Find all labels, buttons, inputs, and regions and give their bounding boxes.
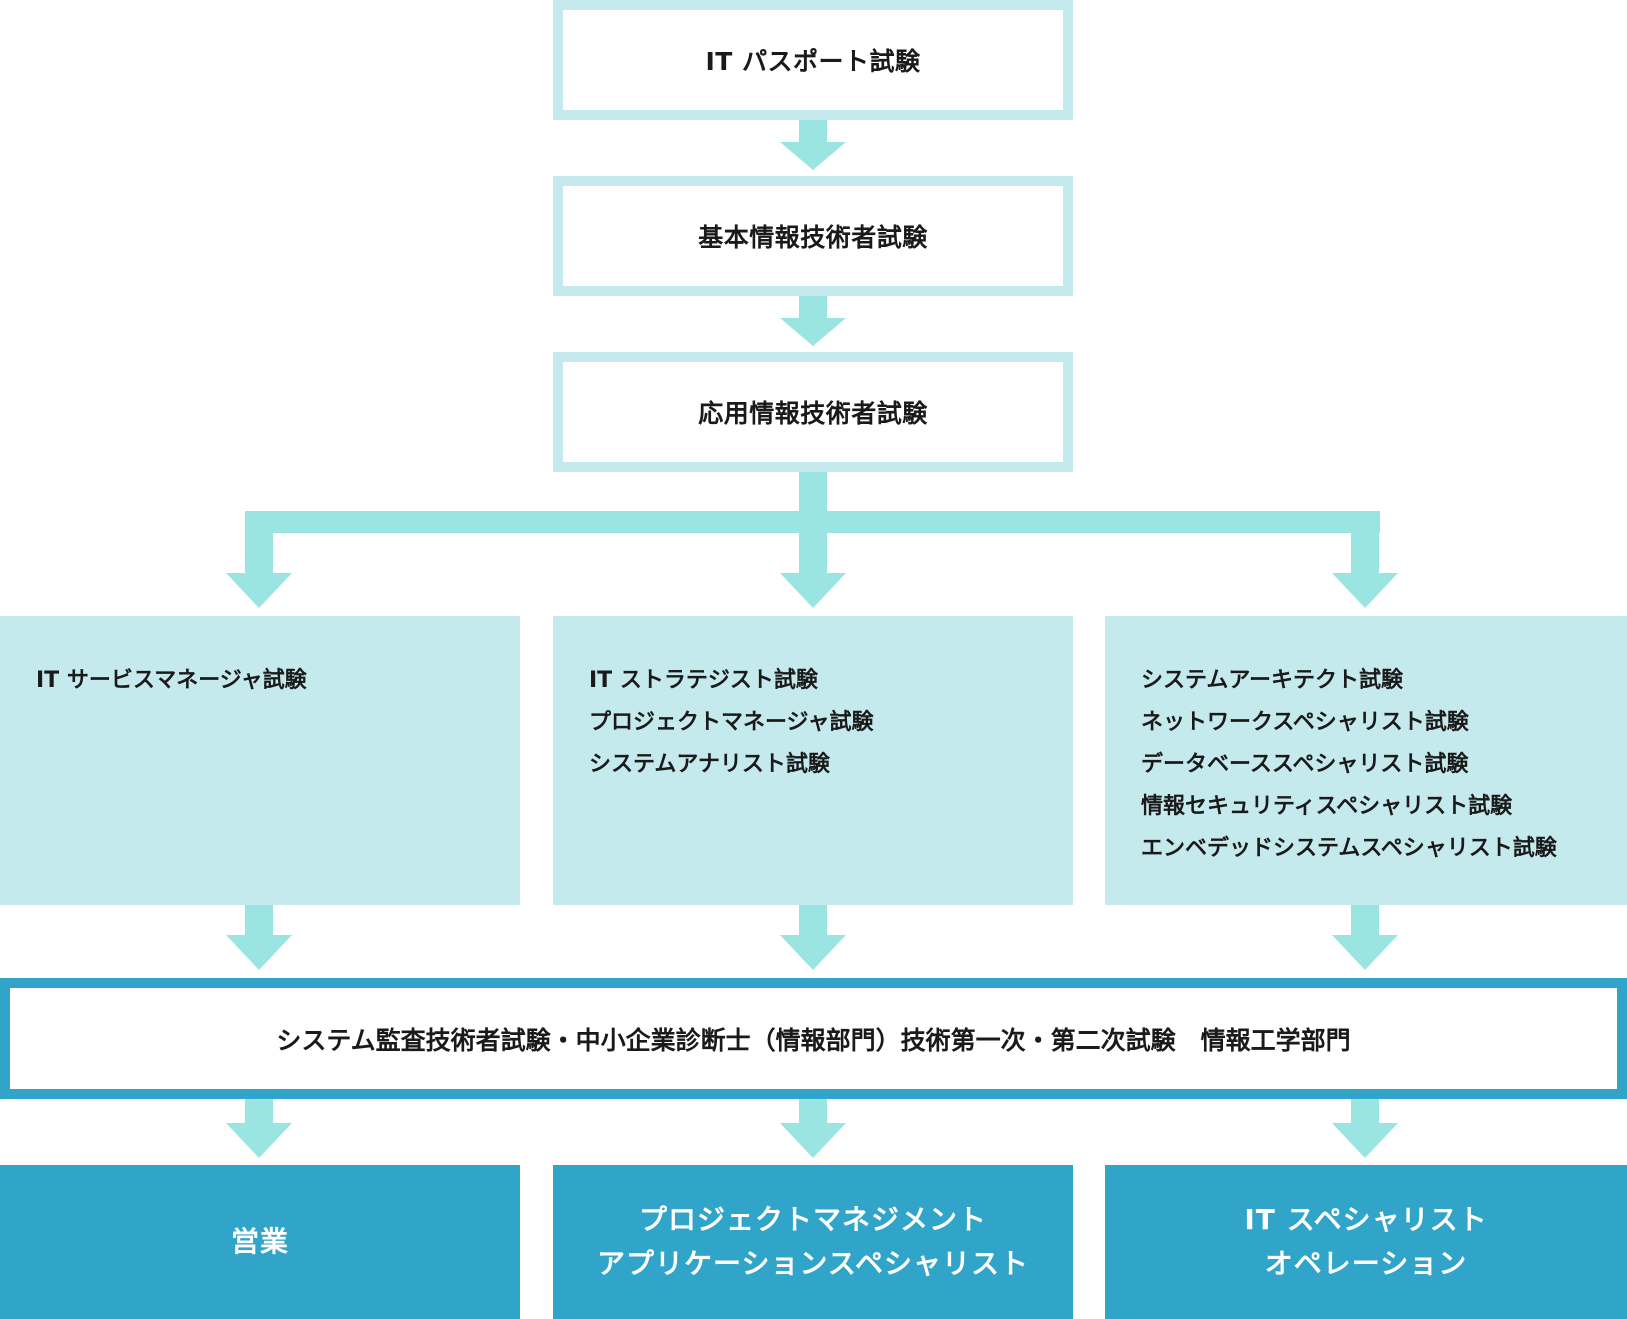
arrow-stem — [799, 905, 827, 935]
arrow-head — [780, 573, 846, 608]
outcome-label: プロジェクトマネジメント — [638, 1203, 987, 1236]
step-label: IT パスポート試験 — [705, 47, 921, 76]
arrow-down-icon — [780, 905, 846, 970]
outcome-project-management: プロジェクトマネジメント アプリケーションスペシャリスト — [553, 1165, 1073, 1319]
arrow-stem — [799, 296, 827, 318]
arrow-down-icon — [226, 1099, 292, 1158]
outcome-it-specialist: IT スペシャリスト オペレーション — [1105, 1165, 1627, 1319]
arrow-head — [226, 1123, 292, 1158]
arrow-head — [780, 1123, 846, 1158]
arrow-stem — [799, 120, 827, 142]
arrow-stem — [245, 905, 273, 935]
exam-item: システムアナリスト試験 — [589, 752, 830, 777]
arrow-down-icon — [780, 573, 846, 608]
outcome-label: オペレーション — [1264, 1247, 1468, 1280]
connector-stem-left — [245, 511, 273, 573]
arrow-head — [780, 318, 846, 346]
arrow-stem — [1351, 905, 1379, 935]
exam-item: プロジェクトマネージャ試験 — [589, 710, 874, 735]
step-label: 応用情報技術者試験 — [698, 399, 928, 428]
connector-horizontal — [245, 511, 1380, 533]
outcome-label: IT スペシャリスト — [1244, 1203, 1488, 1236]
exam-item: 情報セキュリティスペシャリスト試験 — [1141, 794, 1513, 819]
exam-item: システムアーキテクト試験 — [1141, 668, 1404, 693]
exam-item: エンベデッドシステムスペシャリスト試験 — [1141, 836, 1557, 861]
arrow-head — [780, 935, 846, 970]
arrow-head — [1332, 1123, 1398, 1158]
outcome-label: アプリケーションスペシャリスト — [597, 1247, 1029, 1280]
exam-item: ネットワークスペシャリスト試験 — [1141, 710, 1469, 735]
arrow-head — [1332, 573, 1398, 608]
exam-item: IT ストラテジスト試験 — [589, 668, 818, 693]
arrow-down-icon — [780, 120, 846, 170]
arrow-stem — [799, 1099, 827, 1123]
branch-service-management: IT サービスマネージャ試験 — [0, 616, 520, 905]
common-exam-label: システム監査技術者試験・中小企業診断士（情報部門）技術第一次・第二次試験 情報工… — [276, 1025, 1351, 1055]
connector-stem-right — [1351, 511, 1379, 573]
arrow-down-icon — [1332, 573, 1398, 608]
exam-item: IT サービスマネージャ試験 — [36, 668, 307, 693]
arrow-down-icon — [226, 905, 292, 970]
arrow-down-icon — [1332, 905, 1398, 970]
arrow-head — [1332, 935, 1398, 970]
exam-item: データベーススペシャリスト試験 — [1141, 752, 1469, 777]
step-label: 基本情報技術者試験 — [698, 223, 928, 252]
arrow-down-icon — [780, 296, 846, 346]
arrow-down-icon — [226, 573, 292, 608]
outcome-label: 営業 — [230, 1225, 289, 1258]
branch-strategy-management: IT ストラテジスト試験 プロジェクトマネージャ試験 システムアナリスト試験 — [553, 616, 1073, 905]
outcome-sales: 営業 — [0, 1165, 520, 1319]
arrow-stem — [245, 1099, 273, 1123]
step-applied-it: 応用情報技術者試験 — [553, 352, 1073, 472]
common-exam-box: システム監査技術者試験・中小企業診断士（情報部門）技術第一次・第二次試験 情報工… — [0, 978, 1627, 1099]
branch-technical-specialist: システムアーキテクト試験 ネットワークスペシャリスト試験 データベーススペシャリ… — [1105, 616, 1627, 905]
step-fundamental-it: 基本情報技術者試験 — [553, 176, 1073, 296]
arrow-head — [226, 935, 292, 970]
arrow-stem — [1351, 1099, 1379, 1123]
arrow-head — [780, 142, 846, 170]
arrow-down-icon — [1332, 1099, 1398, 1158]
step-it-passport: IT パスポート試験 — [553, 0, 1073, 120]
arrow-head — [226, 573, 292, 608]
arrow-down-icon — [780, 1099, 846, 1158]
